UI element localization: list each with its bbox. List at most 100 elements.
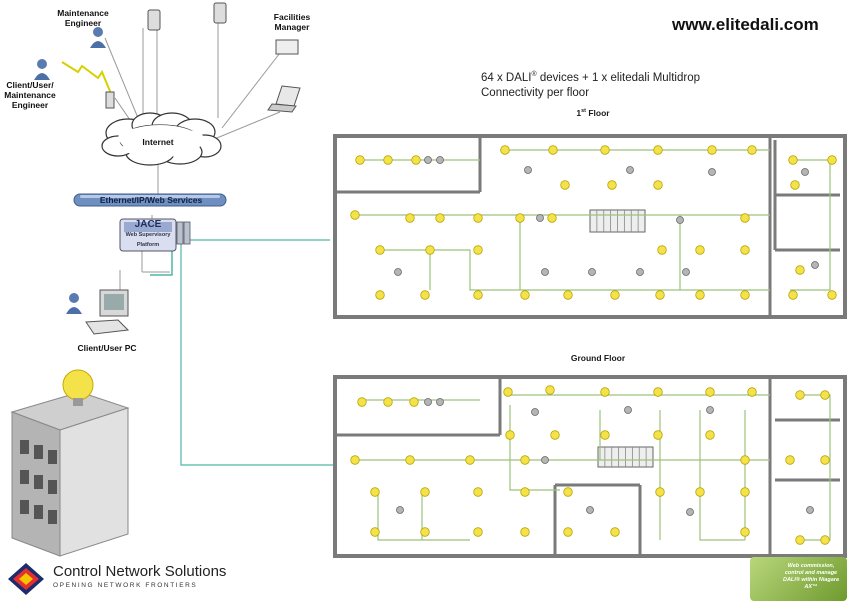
dali-luminaire bbox=[610, 527, 620, 537]
dali-sensor bbox=[424, 156, 432, 164]
dali-sensor bbox=[626, 166, 634, 174]
dali-luminaire bbox=[563, 290, 573, 300]
dali-luminaire bbox=[740, 245, 750, 255]
multidrop-module bbox=[176, 221, 184, 245]
ground-floor-link bbox=[180, 240, 335, 466]
dali-luminaire bbox=[795, 390, 805, 400]
dali-luminaire bbox=[653, 430, 663, 440]
dali-luminaire bbox=[747, 387, 757, 397]
dali-luminaire bbox=[740, 487, 750, 497]
light-bulb-icon bbox=[62, 369, 94, 401]
jace-label: JACE bbox=[134, 219, 162, 230]
dali-luminaire bbox=[383, 397, 393, 407]
dali-luminaire bbox=[420, 487, 430, 497]
remote-user-label: Client/User/ Maintenance Engineer bbox=[4, 80, 56, 110]
dali-sensor bbox=[524, 166, 532, 174]
dali-luminaire bbox=[607, 180, 617, 190]
dali-sensor bbox=[396, 506, 404, 514]
dali-luminaire bbox=[600, 387, 610, 397]
dali-luminaire bbox=[695, 487, 705, 497]
dali-luminaire bbox=[350, 210, 360, 220]
dali-luminaire bbox=[520, 455, 530, 465]
dali-sensor bbox=[801, 168, 809, 176]
dali-sensor bbox=[624, 406, 632, 414]
dali-luminaire bbox=[409, 397, 419, 407]
dali-luminaire bbox=[657, 245, 667, 255]
dali-sensor bbox=[706, 406, 714, 414]
jace-sub-label: Web Supervisory bbox=[125, 232, 171, 238]
dali-luminaire bbox=[695, 245, 705, 255]
dali-luminaire bbox=[655, 487, 665, 497]
dali-luminaire bbox=[520, 527, 530, 537]
wireless-bolt bbox=[61, 61, 113, 97]
dali-luminaire bbox=[420, 290, 430, 300]
company-tagline: OPENING NETWORK FRONTIERS bbox=[53, 582, 198, 589]
dali-luminaire bbox=[820, 535, 830, 545]
dali-luminaire bbox=[600, 145, 610, 155]
dali-luminaire bbox=[425, 245, 435, 255]
dali-luminaire bbox=[655, 290, 665, 300]
jace-platform-label: Platform bbox=[136, 242, 160, 248]
dali-sensor bbox=[806, 506, 814, 514]
dali-sensor bbox=[586, 506, 594, 514]
client-pc-label: Client/User PC bbox=[77, 343, 137, 353]
laptop-icon bbox=[275, 85, 301, 107]
ethernet-bar-label: Ethernet/IP/Web Services bbox=[99, 195, 203, 205]
dali-sensor bbox=[708, 168, 716, 176]
dali-luminaire bbox=[695, 290, 705, 300]
dali-sensor bbox=[682, 268, 690, 276]
maintenance-engineer-label: Maintenance Engineer bbox=[57, 8, 109, 28]
dali-luminaire bbox=[550, 430, 560, 440]
maintenance-engineer-icon bbox=[90, 27, 106, 48]
keyboard-icon bbox=[85, 319, 130, 335]
dali-luminaire bbox=[560, 180, 570, 190]
first-floor-plan bbox=[333, 134, 847, 319]
dali-luminaire bbox=[563, 527, 573, 537]
dali-bus-wire bbox=[377, 490, 470, 541]
dali-luminaire bbox=[820, 455, 830, 465]
dali-luminaire bbox=[405, 213, 415, 223]
dali-sensor bbox=[394, 268, 402, 276]
dali-sensor bbox=[531, 408, 539, 416]
network-cable bbox=[221, 39, 291, 129]
dali-sensor bbox=[436, 156, 444, 164]
dali-luminaire bbox=[600, 430, 610, 440]
dali-luminaire bbox=[411, 155, 421, 165]
dali-luminaire bbox=[785, 455, 795, 465]
dali-sensor bbox=[686, 508, 694, 516]
dali-luminaire bbox=[473, 527, 483, 537]
dali-luminaire bbox=[500, 145, 510, 155]
tablet-icon bbox=[275, 39, 299, 55]
cns-logo bbox=[8, 563, 44, 595]
dali-luminaire bbox=[788, 290, 798, 300]
building-icon bbox=[10, 391, 130, 557]
ground-floor-plan bbox=[333, 375, 847, 558]
dali-luminaire bbox=[375, 245, 385, 255]
company-name: Control Network Solutions bbox=[53, 563, 227, 580]
dali-luminaire bbox=[827, 290, 837, 300]
pda-icon bbox=[105, 91, 115, 109]
dali-luminaire bbox=[610, 290, 620, 300]
dali-luminaire bbox=[465, 455, 475, 465]
multidrop-module bbox=[183, 221, 191, 245]
network-cable bbox=[211, 111, 281, 141]
dali-sensor bbox=[536, 214, 544, 222]
dali-luminaire bbox=[795, 535, 805, 545]
pda-icon bbox=[213, 2, 227, 24]
dali-luminaire bbox=[520, 487, 530, 497]
dali-bus-wire bbox=[790, 159, 831, 291]
dali-bus-wire bbox=[800, 394, 831, 541]
dali-luminaire bbox=[383, 155, 393, 165]
dali-sensor bbox=[636, 268, 644, 276]
dali-luminaire bbox=[788, 155, 798, 165]
remote-user-icon bbox=[34, 59, 50, 80]
dali-luminaire bbox=[357, 397, 367, 407]
dali-luminaire bbox=[473, 213, 483, 223]
dali-luminaire bbox=[545, 385, 555, 395]
dali-luminaire bbox=[515, 213, 525, 223]
first-floor-label: 1st Floor bbox=[576, 108, 610, 118]
dali-luminaire bbox=[820, 390, 830, 400]
dali-luminaire bbox=[740, 527, 750, 537]
dali-luminaire bbox=[505, 430, 515, 440]
dali-sensor bbox=[436, 398, 444, 406]
